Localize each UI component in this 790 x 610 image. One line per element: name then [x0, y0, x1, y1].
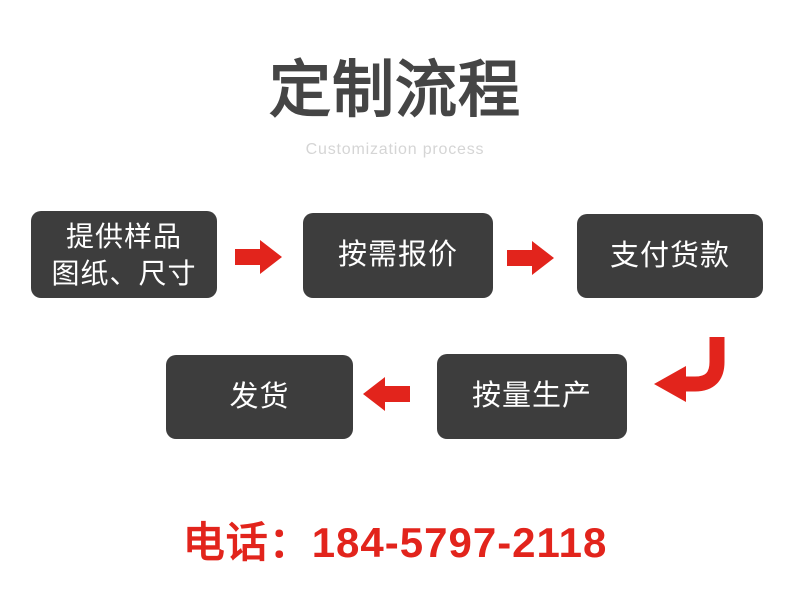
step-label: 按需报价: [337, 239, 458, 271]
arrow-down-left-icon: [648, 336, 728, 406]
contact-phone: 电话：184-5797-2118: [0, 518, 790, 568]
arrow-left-icon: [363, 377, 410, 411]
page-subtitle: Customization process: [305, 141, 485, 158]
step-provide-sample: 提供样品 图纸、尺寸: [31, 211, 217, 298]
step-produce-by-quantity: 按量生产: [437, 354, 627, 439]
phone-number: 184-5797-2118: [311, 519, 608, 566]
phone-label: 电话：: [182, 519, 312, 566]
step-pay-for-goods: 支付货款: [577, 214, 763, 298]
arrow-right-icon: [235, 240, 282, 274]
page-title: 定制流程: [268, 56, 521, 125]
step-label: 提供样品 图纸、尺寸: [51, 220, 197, 289]
step-label: 发货: [229, 380, 290, 413]
step-label: 支付货款: [609, 239, 730, 272]
step-ship-goods: 发货: [166, 355, 353, 439]
step-quote-on-demand: 按需报价: [303, 213, 493, 298]
step-label: 按量生产: [471, 380, 592, 412]
arrow-right-icon: [507, 241, 554, 275]
